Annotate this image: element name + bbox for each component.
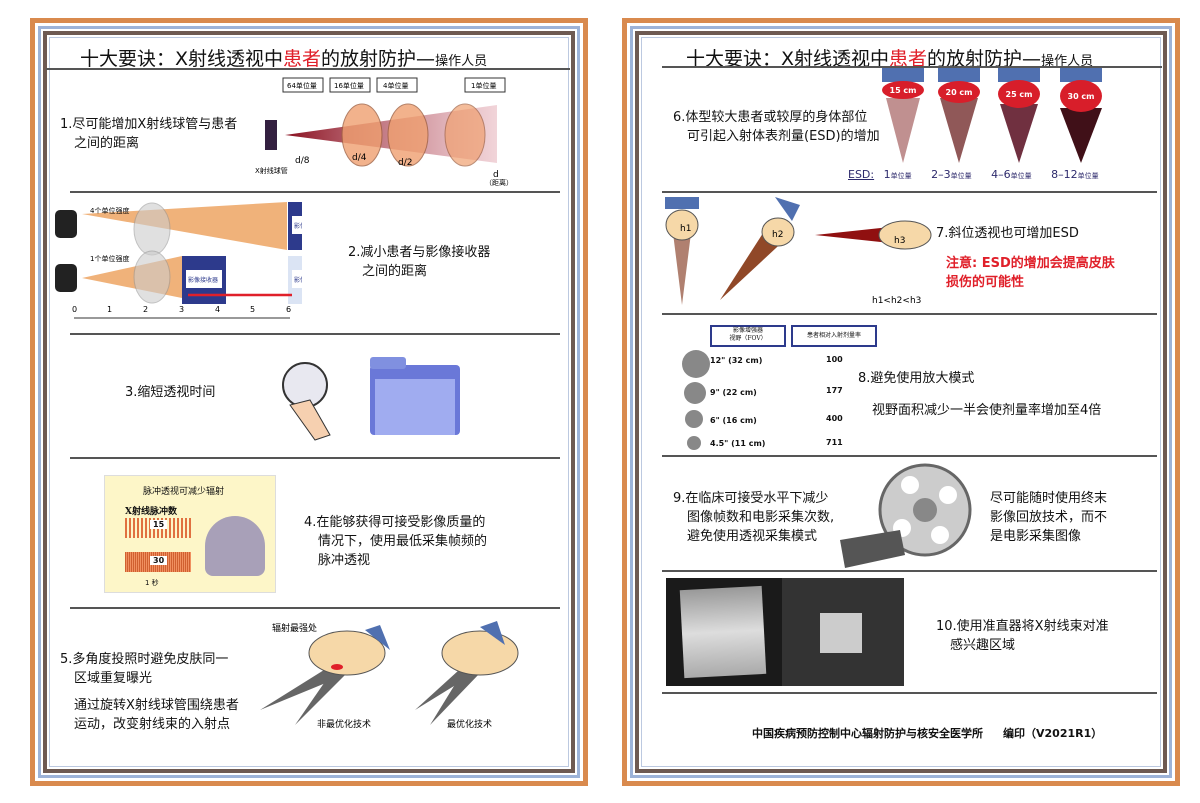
- svg-text:4: 4: [215, 305, 220, 314]
- tip5-desc: 通过旋转X射线球管围绕患者运动，改变射线束的入射点: [74, 698, 239, 732]
- svg-text:15 cm: 15 cm: [890, 86, 917, 95]
- svg-text:3: 3: [179, 305, 184, 314]
- footer: 中国疾病预防控制中心辐射防护与核安全医学所编印（V2021R1）: [752, 727, 1103, 740]
- tip8-text: 8.避免使用放大模式: [858, 371, 975, 386]
- tip9-side: 尽可能随时使用终末影像回放技术，而不是电影采集图像: [990, 491, 1108, 544]
- tip8-desc: 视野面积减少一半会使剂量率增加至4倍: [872, 403, 1102, 418]
- fov-header: 影像增强器视野（FOV）: [710, 325, 786, 347]
- svg-text:影像接收器: 影像接收器: [294, 276, 302, 284]
- xray-tube-icon: [265, 120, 277, 150]
- svg-text:影像接收器: 影像接收器: [294, 222, 302, 230]
- svg-text:h2: h2: [772, 230, 783, 240]
- tip6-text: 6.体型较大患者或较厚的身体部位可引起入射体表剂量(ESD)的增加: [673, 110, 880, 144]
- svg-text:4个单位强度: 4个单位强度: [90, 206, 129, 215]
- fov-table: 12" (32 cm)100 9" (22 cm)177 6" (16 cm)4…: [682, 350, 882, 454]
- pulse-fluoroscopy-box: 脉冲透视可减少辐射 X射线脉冲数 15 30 1 秒: [104, 475, 276, 593]
- svg-text:（距离）: （距离）: [485, 178, 513, 187]
- tip3-text: 3.缩短透视时间: [125, 385, 216, 400]
- svg-text:最优化技术: 最优化技术: [447, 718, 492, 730]
- svg-text:20 cm: 20 cm: [946, 88, 973, 97]
- svg-text:辐射最强处: 辐射最强处: [272, 622, 317, 634]
- film-reel-icon: [840, 463, 972, 568]
- body-thickness-diagram: 15 cm 20 cm 25 cm 30 cm: [882, 68, 1102, 163]
- svg-text:0: 0: [72, 305, 77, 314]
- tip9-text: 9.在临床可接受水平下减少图像帧数和电影采集次数,避免使用透视采集模式: [673, 491, 835, 544]
- stopwatch-folder-illustration: [282, 357, 460, 441]
- svg-text:d: d: [493, 170, 499, 180]
- svg-text:30 cm: 30 cm: [1068, 92, 1095, 101]
- stopwatch-icon: [282, 362, 328, 408]
- svg-text:非最优化技术: 非最优化技术: [317, 718, 371, 730]
- distance-diagram: 64单位量 16单位量 4单位量 1单位量 X射线球管 （距离） d/8 d/4 d…: [255, 77, 513, 187]
- right-title: 十大要诀：X射线透视中患者的放射防护—操作人员: [686, 48, 1094, 70]
- tip2-text: 2.减小患者与影像接收器之间的距离: [348, 245, 491, 279]
- dose-header: 患者相对入射剂量率: [791, 325, 877, 347]
- svg-text:16单位量: 16单位量: [334, 81, 364, 90]
- svg-text:h1<h2<h3: h1<h2<h3: [872, 296, 921, 306]
- left-title: 十大要诀：X射线透视中患者的放射防护—操作人员: [80, 48, 488, 70]
- tip10-text: 10.使用准直器将X射线束对准感兴趣区域: [936, 619, 1109, 653]
- svg-text:d/2: d/2: [398, 158, 412, 168]
- svg-text:X射线球管: X射线球管: [255, 166, 288, 175]
- svg-text:d/4: d/4: [352, 153, 367, 163]
- esd-row: ESD: 1单位量 2–3单位量 4–6单位量 8–12单位量: [848, 168, 1099, 181]
- svg-text:h3: h3: [894, 236, 905, 246]
- collimation-xray-images: [666, 578, 904, 686]
- svg-text:25 cm: 25 cm: [1006, 90, 1033, 99]
- svg-text:影像接收器: 影像接收器: [188, 276, 218, 284]
- c-arm-icon: [205, 516, 265, 576]
- svg-text:h1: h1: [680, 224, 691, 234]
- svg-text:1单位量: 1单位量: [471, 81, 496, 90]
- svg-text:d/8: d/8: [295, 156, 310, 166]
- svg-text:1个单位强度: 1个单位强度: [90, 254, 129, 263]
- svg-text:4单位量: 4单位量: [383, 81, 408, 90]
- svg-text:5: 5: [250, 305, 255, 314]
- tip5-text: 5.多角度投照时避免皮肤同一区域重复曝光: [60, 652, 229, 686]
- tip4-text: 4.在能够获得可接受影像质量的情况下，使用最低采集帧频的脉冲透视: [304, 515, 488, 568]
- svg-text:2: 2: [143, 305, 148, 314]
- tip1-text: 1.尽可能增加X射线球管与患者之间的距离: [60, 117, 238, 151]
- svg-text:1: 1: [107, 305, 112, 314]
- tip7-warning: 注意: ESD的增加会提高皮肤损伤的可能性: [946, 256, 1115, 290]
- svg-text:6: 6: [286, 305, 291, 314]
- oblique-diagram: h1 h2 h3 h1<h2<h3: [665, 197, 932, 306]
- svg-text:64单位量: 64单位量: [287, 81, 317, 90]
- tip7-text: 7.斜位透视也可增加ESD: [936, 226, 1079, 241]
